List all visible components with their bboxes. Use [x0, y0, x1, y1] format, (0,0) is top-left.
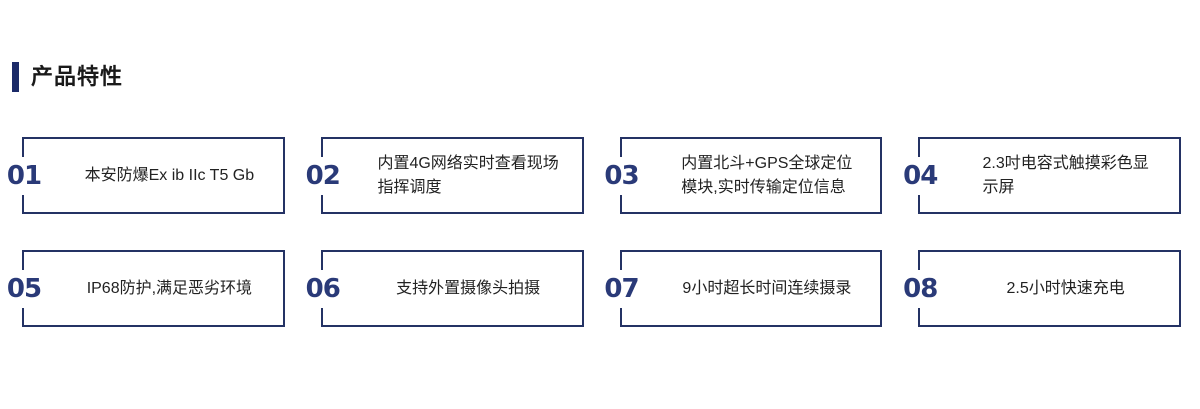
feature-number: 05 — [4, 269, 44, 308]
features-grid: 01 本安防爆Ex ib IIc T5 Gb 02 内置4G网络实时查看现场 指… — [4, 137, 1181, 327]
feature-text: 支持外置摄像头拍摄 — [396, 279, 541, 297]
feature-card-01: 01 本安防爆Ex ib IIc T5 Gb — [4, 137, 285, 214]
page-title: 产品特性 — [31, 64, 124, 89]
feature-number: 02 — [303, 156, 342, 195]
feature-text: IP68防护,满足恶劣环境 — [86, 279, 253, 297]
feature-text: 内置4G网络实时查看现场 指挥调度 — [377, 154, 559, 196]
feature-text: 2.5小时快速充电 — [1006, 279, 1125, 297]
feature-card-03: 03 内置北斗+GPS全球定位 模块,实时传输定位信息 — [602, 137, 883, 214]
section-header: 产品特性 — [12, 60, 123, 94]
title-accent-bar — [12, 62, 19, 92]
feature-text: 9小时超长时间连续摄录 — [682, 279, 852, 297]
feature-number: 07 — [602, 269, 641, 308]
feature-number: 04 — [901, 156, 940, 195]
feature-number: 06 — [303, 269, 342, 308]
feature-card-08: 08 2.5小时快速充电 — [901, 250, 1181, 327]
feature-number: 03 — [602, 156, 641, 195]
feature-card-04: 04 2.3吋电容式触摸彩色显 示屏 — [901, 137, 1181, 214]
feature-card-05: 05 IP68防护,满足恶劣环境 — [4, 250, 285, 327]
feature-card-07: 07 9小时超长时间连续摄录 — [602, 250, 883, 327]
feature-card-02: 02 内置4G网络实时查看现场 指挥调度 — [303, 137, 584, 214]
feature-text: 2.3吋电容式触摸彩色显 示屏 — [982, 154, 1149, 196]
feature-text: 内置北斗+GPS全球定位 模块,实时传输定位信息 — [681, 154, 853, 196]
feature-text: 本安防爆Ex ib IIc T5 Gb — [84, 166, 255, 184]
feature-number: 08 — [901, 269, 940, 308]
feature-card-06: 06 支持外置摄像头拍摄 — [303, 250, 584, 327]
feature-number: 01 — [4, 156, 44, 195]
